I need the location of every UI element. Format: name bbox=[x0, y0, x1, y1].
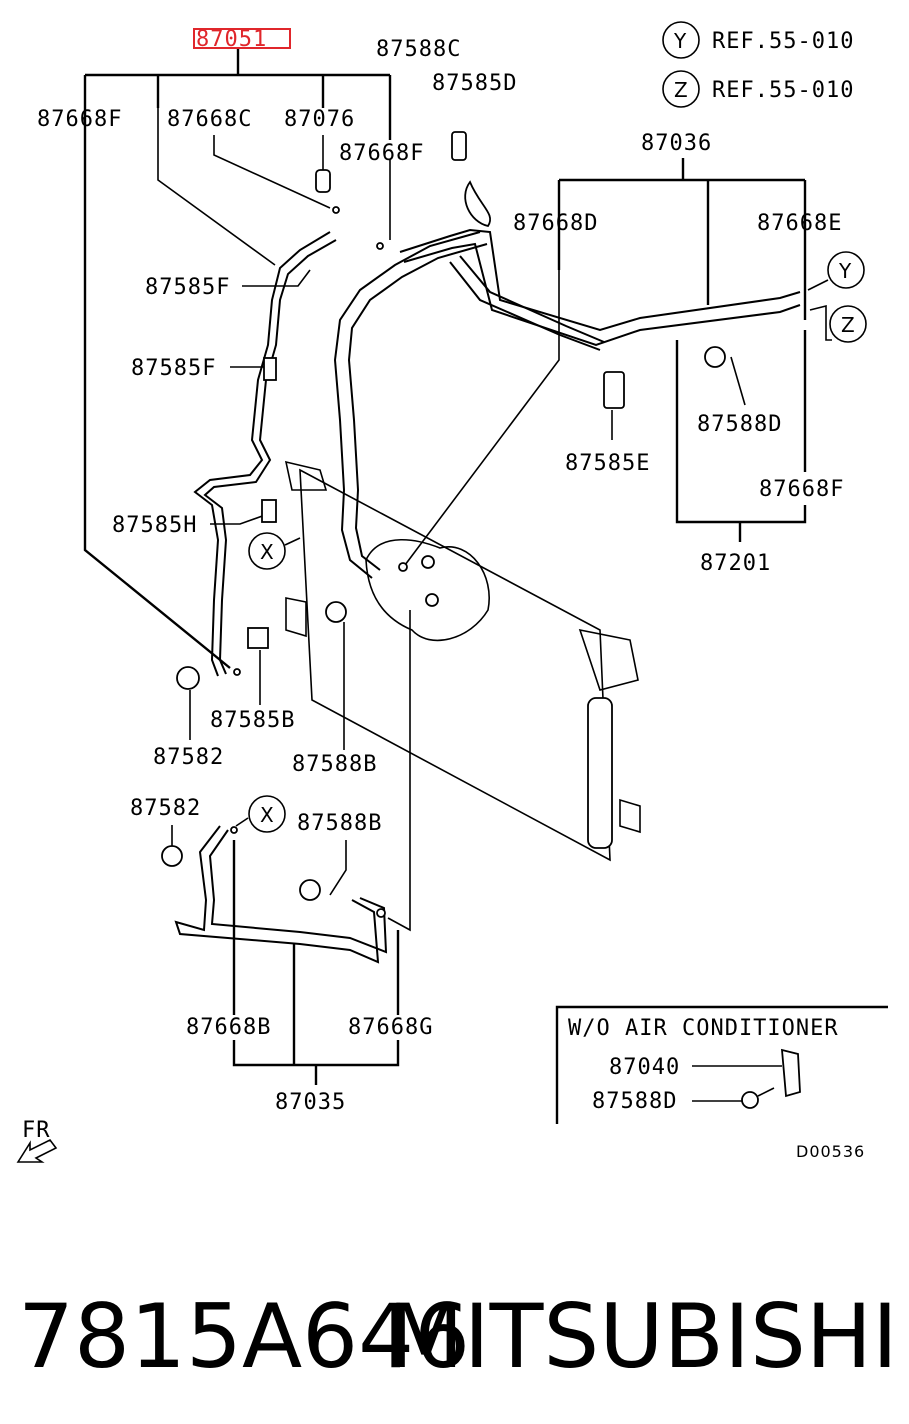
compressor bbox=[365, 538, 490, 642]
clip bbox=[603, 371, 625, 409]
fr-label: FR bbox=[22, 1118, 51, 1143]
part-label-87588C[interactable]: 87588C bbox=[376, 37, 461, 62]
marker-x bbox=[248, 532, 286, 570]
marker-y-letter: Y bbox=[838, 259, 852, 283]
inset-title: W/O AIR CONDITIONER bbox=[568, 1016, 839, 1041]
part-label-87585F[interactable]: 87585F bbox=[131, 356, 216, 381]
condenser bbox=[284, 460, 641, 862]
part-label-87582[interactable]: 87582 bbox=[130, 796, 201, 821]
sensor bbox=[315, 169, 331, 193]
part-label-87076[interactable]: 87076 bbox=[284, 107, 355, 132]
marker-x-letter: X bbox=[260, 540, 274, 564]
drawing-code: D00536 bbox=[796, 1142, 865, 1161]
front-direction-arrow: FR bbox=[16, 1118, 58, 1163]
pipe-assembly bbox=[193, 228, 801, 677]
bracket-87036 bbox=[557, 158, 807, 305]
marker-z bbox=[829, 305, 867, 343]
part-label-87585B[interactable]: 87585B bbox=[210, 708, 295, 733]
part-label-87588B[interactable]: 87588B bbox=[297, 811, 382, 836]
part-label-87040[interactable]: 87040 bbox=[609, 1055, 680, 1080]
bolt-head bbox=[299, 879, 321, 901]
part-label-87585F[interactable]: 87585F bbox=[145, 275, 230, 300]
part-label-87588D[interactable]: 87588D bbox=[592, 1089, 677, 1114]
clip bbox=[261, 499, 277, 523]
part-label-87588D[interactable]: 87588D bbox=[697, 412, 782, 437]
clip bbox=[263, 357, 277, 381]
marker-z-letter: Z bbox=[841, 313, 855, 337]
bracket-87051 bbox=[83, 48, 392, 140]
brand-name: MITSUBISHI bbox=[387, 1285, 898, 1388]
part-label-87668F[interactable]: 87668F bbox=[759, 477, 844, 502]
part-label-87588B[interactable]: 87588B bbox=[292, 752, 377, 777]
bolt-head bbox=[704, 346, 726, 368]
marker-y bbox=[827, 251, 865, 289]
ref-marker-z bbox=[662, 70, 700, 108]
oring bbox=[230, 826, 238, 834]
part-label-87668F[interactable]: 87668F bbox=[339, 141, 424, 166]
oring bbox=[398, 562, 408, 572]
part-label-87035[interactable]: 87035 bbox=[275, 1090, 346, 1115]
nut bbox=[176, 666, 200, 690]
bracket-87035 bbox=[232, 840, 400, 1085]
part-number: 7815A646 bbox=[18, 1285, 471, 1388]
part-label-87585D[interactable]: 87585D bbox=[432, 71, 517, 96]
clip bbox=[247, 627, 269, 649]
clamp bbox=[464, 180, 491, 228]
ref-marker-y-letter: Y bbox=[673, 29, 687, 53]
parts-diagram: 87051 87668F 87668C 87076 87588C 87585D … bbox=[16, 21, 888, 1163]
bolt-head bbox=[325, 601, 347, 623]
ref-marker-z-letter: Z bbox=[674, 78, 688, 102]
part-label-87668B[interactable]: 87668B bbox=[186, 1015, 271, 1040]
ref-label-y[interactable]: REF.55-010 bbox=[712, 29, 854, 54]
part-label-87036[interactable]: 87036 bbox=[641, 131, 712, 156]
marker-x bbox=[248, 795, 286, 833]
part-label-87668F[interactable]: 87668F bbox=[37, 107, 122, 132]
part-label-87585H[interactable]: 87585H bbox=[112, 513, 197, 538]
lower-pipe bbox=[174, 825, 388, 964]
inset-without-ac: W/O AIR CONDITIONER 87040 87588D bbox=[555, 1005, 888, 1124]
part-label-87201[interactable]: 87201 bbox=[700, 551, 771, 576]
part-label-87668G[interactable]: 87668G bbox=[348, 1015, 433, 1040]
oring bbox=[332, 206, 340, 214]
oring bbox=[376, 908, 386, 918]
oring bbox=[376, 242, 384, 250]
part-label-87668D[interactable]: 87668D bbox=[513, 211, 598, 236]
part-label-87668E[interactable]: 87668E bbox=[757, 211, 842, 236]
part-label-87585E[interactable]: 87585E bbox=[565, 451, 650, 476]
product-caption: 7815A646 MITSUBISHI bbox=[18, 1262, 898, 1412]
part-label-87051[interactable]: 87051 bbox=[196, 27, 267, 52]
marker-x-letter: X bbox=[260, 803, 274, 827]
part-label-87582[interactable]: 87582 bbox=[153, 745, 224, 770]
oring bbox=[233, 668, 241, 676]
bolt bbox=[451, 131, 467, 161]
part-label-87668C[interactable]: 87668C bbox=[167, 107, 252, 132]
nut bbox=[161, 845, 183, 867]
highlight-box bbox=[193, 28, 291, 49]
ref-marker-y bbox=[662, 21, 700, 59]
ref-label-z[interactable]: REF.55-010 bbox=[712, 78, 854, 103]
